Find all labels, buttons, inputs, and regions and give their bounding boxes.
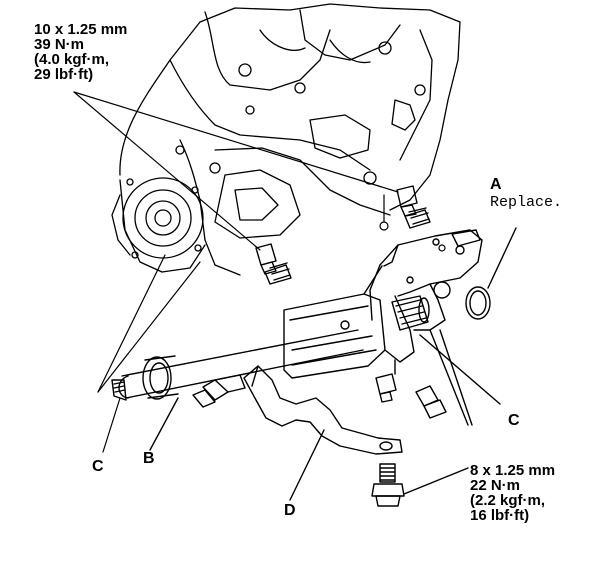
lower-bolt-torque-lbfft: 16 lbf·ft) <box>470 507 530 524</box>
o-ring <box>465 227 517 320</box>
heat-shield-bolt <box>371 463 469 507</box>
lower-bolt-torque-spec: 8 x 1.25 mm 22 N·m (2.2 kgf·m, 16 lbf·ft… <box>470 463 555 523</box>
intermediate-shaft <box>111 265 430 401</box>
lower-bolt-torque-kgfm: (2.2 kgf·m, <box>470 492 546 509</box>
upper-bolt-torque-kgfm: (4.0 kgf·m, <box>34 51 110 68</box>
detail-marks <box>379 194 446 252</box>
callout-b: B <box>143 450 155 467</box>
engine-block <box>119 3 461 276</box>
callout-c-left: C <box>92 458 104 475</box>
heat-shield <box>243 365 403 501</box>
upper-bolt-torque-lbfft: 29 lbf·ft) <box>34 66 94 83</box>
flange-bolt <box>149 374 246 451</box>
callout-c-right: C <box>508 412 520 429</box>
transmission-housing <box>111 177 204 259</box>
upper-bolt-size: 10 x 1.25 mm <box>34 21 128 38</box>
lower-bolt-size: 8 x 1.25 mm <box>470 462 556 479</box>
callout-a: A <box>490 176 502 193</box>
upper-bolt-torque-spec: 10 x 1.25 mm 39 N·m (4.0 kgf·m, 29 lbf·f… <box>34 22 127 82</box>
left-c-leaders <box>97 254 201 453</box>
lower-bolt-torque-nm: 22 N·m <box>470 477 521 494</box>
bearing-support <box>369 229 483 363</box>
bracket-bolt <box>375 329 501 426</box>
upper-torque-leader-lines <box>73 91 399 251</box>
lower-mounting-bolt <box>255 243 292 285</box>
upper-bolt-torque-nm: 39 N·m <box>34 36 85 53</box>
callout-d: D <box>284 502 296 519</box>
upper-mounting-bolt <box>396 185 431 229</box>
replace-note: Replace. <box>490 194 563 211</box>
